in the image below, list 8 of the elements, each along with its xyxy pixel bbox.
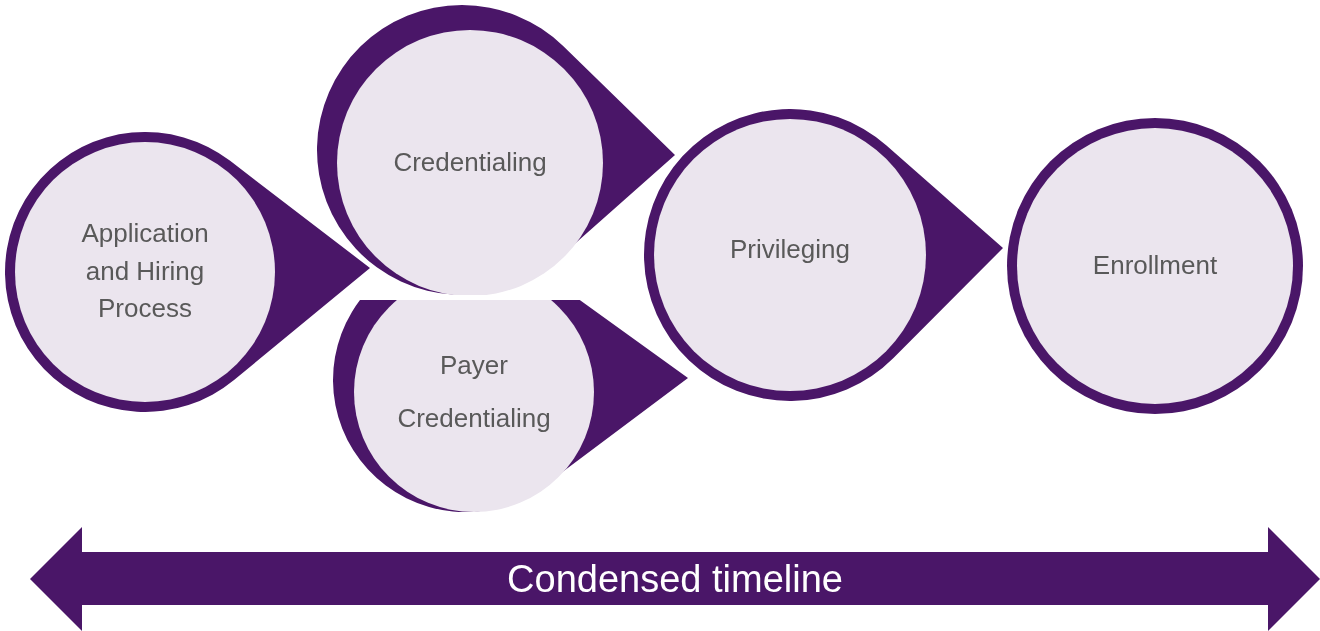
process-circle [1007, 118, 1303, 414]
step-label: Credentialing [392, 146, 548, 180]
double-arrow-band [30, 527, 1320, 631]
step-label: Privileging [729, 233, 851, 267]
step-label: Application and Hiring Process [80, 217, 210, 326]
step-label: Payer Credentialing [396, 348, 552, 435]
timeline-label: Condensed timeline [507, 557, 843, 601]
step-label: Enrollment [1091, 249, 1219, 283]
